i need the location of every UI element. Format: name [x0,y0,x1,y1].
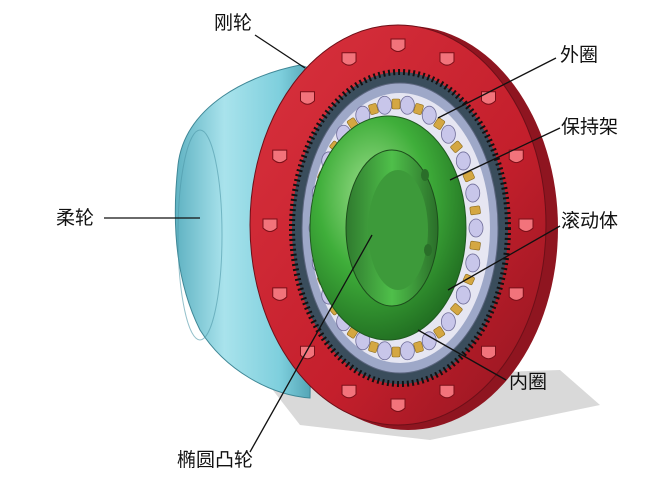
roller [440,124,456,144]
cage-segment [469,205,481,216]
bolt-hole [299,91,315,105]
label-rolling-element: 滚动体 [561,210,619,232]
label-outer-ring: 外圈 [560,44,599,66]
bolt-hole [299,345,315,360]
bolt-hole [439,384,455,399]
roller [399,341,415,361]
bolt-hole [481,91,497,105]
cage-segment [450,303,463,316]
cage-segment [413,341,424,353]
roller [377,95,393,115]
elliptical-cam-shape [309,115,467,341]
roller [468,218,484,238]
roller [421,105,437,125]
cage-segment [462,170,475,183]
bolt-hole [518,218,534,232]
roller [377,341,393,361]
roller [421,331,437,351]
label-inner-ring: 内圈 [509,371,548,393]
bolt-hole [439,52,455,66]
leader-elliptical-cam [249,234,373,453]
cage-segment [433,117,446,130]
leader-outer-ring [437,57,557,119]
cage-segment [469,240,481,251]
leader-lines [104,34,561,453]
label-cage: 保持架 [561,116,619,138]
bolt-hole [508,287,524,301]
leader-inner-ring [417,329,507,381]
cage-segment [413,103,424,115]
cage-segment [450,140,463,153]
cage-segment [368,341,379,353]
bolt-hole [272,287,288,301]
label-elliptical-cam: 椭圆凸轮 [177,449,254,471]
cage-segment [391,346,401,358]
bolt-hole [262,218,278,232]
roller [465,253,481,273]
cage-segment [391,98,401,110]
bolt-hole [508,149,524,164]
bolt-hole [481,345,497,360]
label-flex-wheel: 柔轮 [56,207,95,229]
leader-rolling-element [447,225,561,291]
roller [455,151,471,171]
bolt-hole [390,38,406,52]
roller [440,312,456,332]
roller [399,95,415,115]
cage-segment [433,326,446,339]
cage-segment [368,103,379,115]
bolt-hole [341,384,357,399]
roller [465,183,481,203]
bolt-hole [272,149,288,164]
roller [455,285,471,305]
leader-cage [449,127,561,181]
bolt-hole [390,398,406,412]
label-rigid-wheel: 刚轮 [214,12,253,34]
leader-rigid-wheel [254,34,306,69]
bolt-hole [341,52,357,66]
